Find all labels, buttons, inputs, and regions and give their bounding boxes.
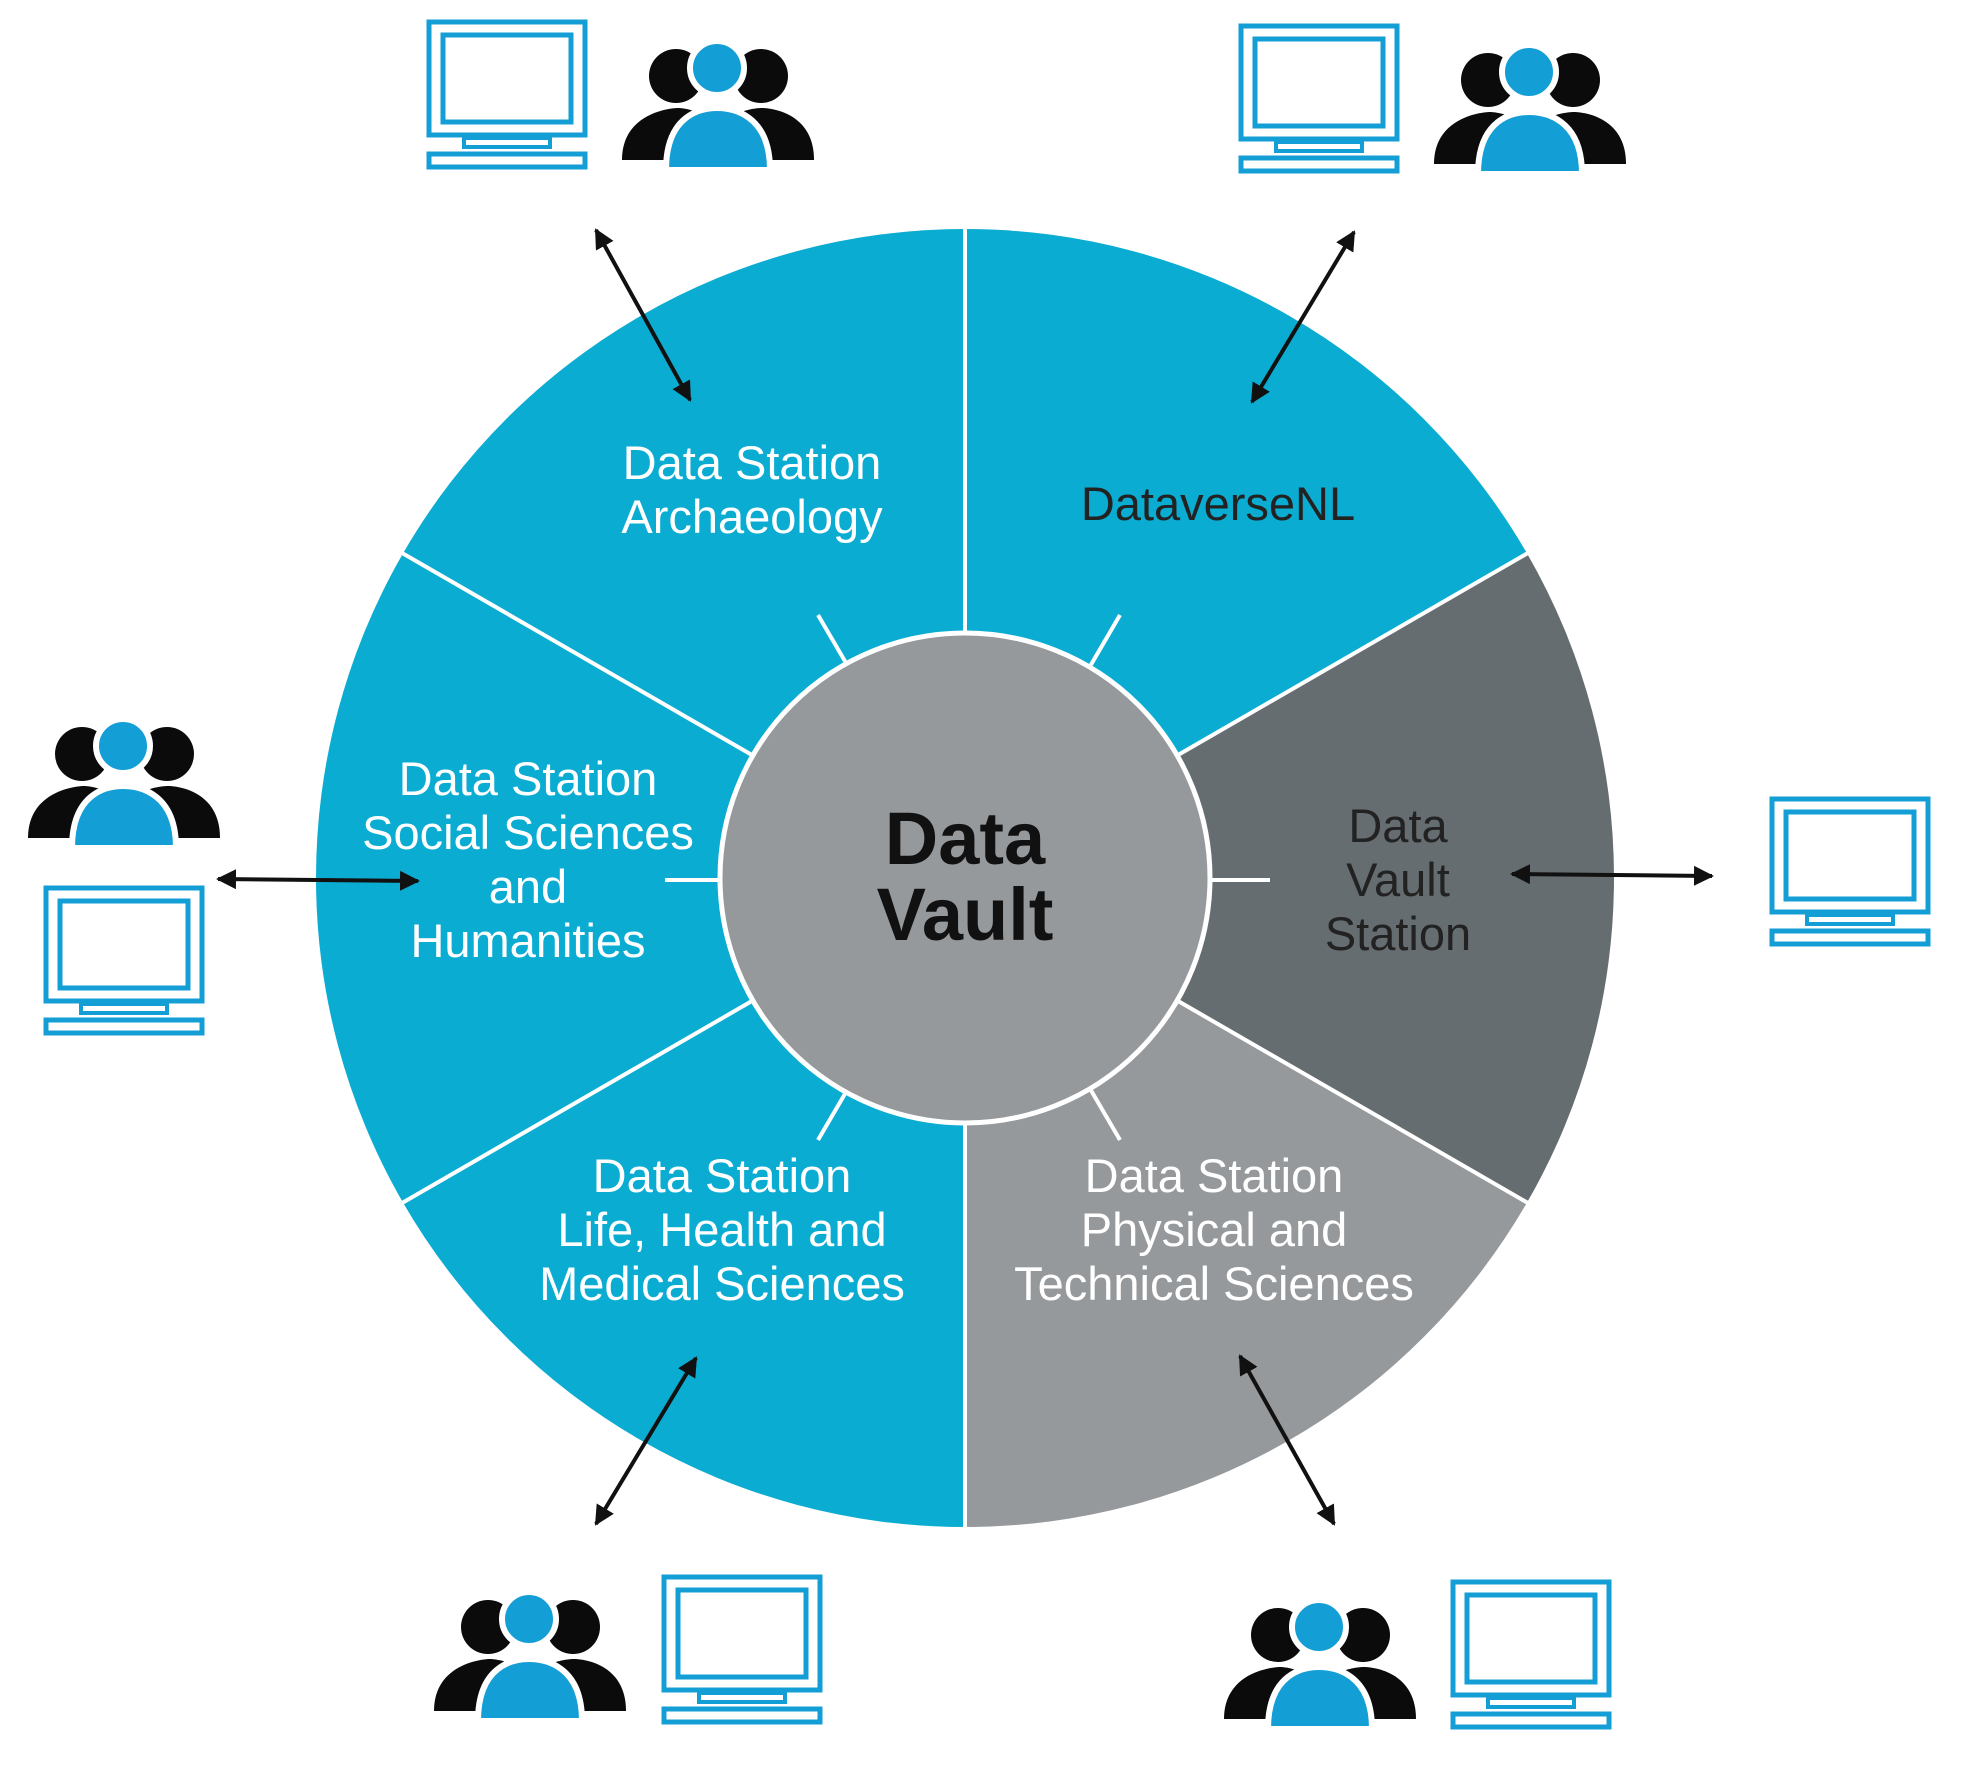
segment-label-line: Archaeology [621,490,883,543]
segment-label-line: and [489,860,567,913]
desktop-computer-icon [1241,26,1397,171]
segment-label-line: DataverseNL [1081,477,1355,530]
segment-label-line: Data Station [593,1149,852,1202]
segment-label-line: Data [1348,799,1448,852]
segment-label-line: Technical Sciences [1014,1257,1414,1310]
core-label-line: Vault [877,873,1054,956]
bidirectional-arrow [1238,1354,1336,1526]
bidirectional-arrow [1510,864,1714,886]
user-group-icon [1224,1600,1416,1729]
segment-life-health-medical [316,553,965,1203]
segment-label-line: Data Station [1085,1149,1344,1202]
outer-arrows [216,228,1714,1526]
desktop-computer-icon [664,1577,820,1722]
segment-label-line: Medical Sciences [539,1257,905,1310]
segment-divider [400,550,754,758]
data-vault-core [717,630,1213,1126]
segment-label-dataversenl: DataverseNL [1081,477,1355,530]
segment-label-line: Data Station [623,436,882,489]
bidirectional-arrow [594,228,692,402]
segment-label-line: Life, Health and [557,1203,886,1256]
segment-label-line: Humanities [410,914,645,967]
desktop-computer-icon [429,22,585,167]
segment-dividers [400,227,1530,1529]
segment-divider [1176,550,1530,758]
user-group-icon [28,719,220,848]
user-group-icon [1434,45,1626,174]
segment-divider [400,998,754,1206]
desktop-computer-icon [46,888,202,1033]
desktop-computer-icon [1772,799,1928,944]
segment-label-line: Station [1325,907,1471,960]
segment-label-line: Social Sciences [362,806,694,859]
user-group-icon [434,1592,626,1721]
bidirectional-arrow [594,1356,698,1526]
segment-divider [1176,998,1530,1206]
desktop-computer-icon [1453,1582,1609,1727]
bidirectional-arrow [216,869,420,891]
user-group-icon [622,41,814,170]
segment-label-line: Physical and [1081,1203,1348,1256]
core-label-line: Data [885,797,1046,880]
segment-dataversenl [965,553,1614,1203]
segment-label-line: Data Station [399,752,658,805]
bidirectional-arrow [1250,230,1356,404]
segment-label-line: Vault [1346,853,1450,906]
